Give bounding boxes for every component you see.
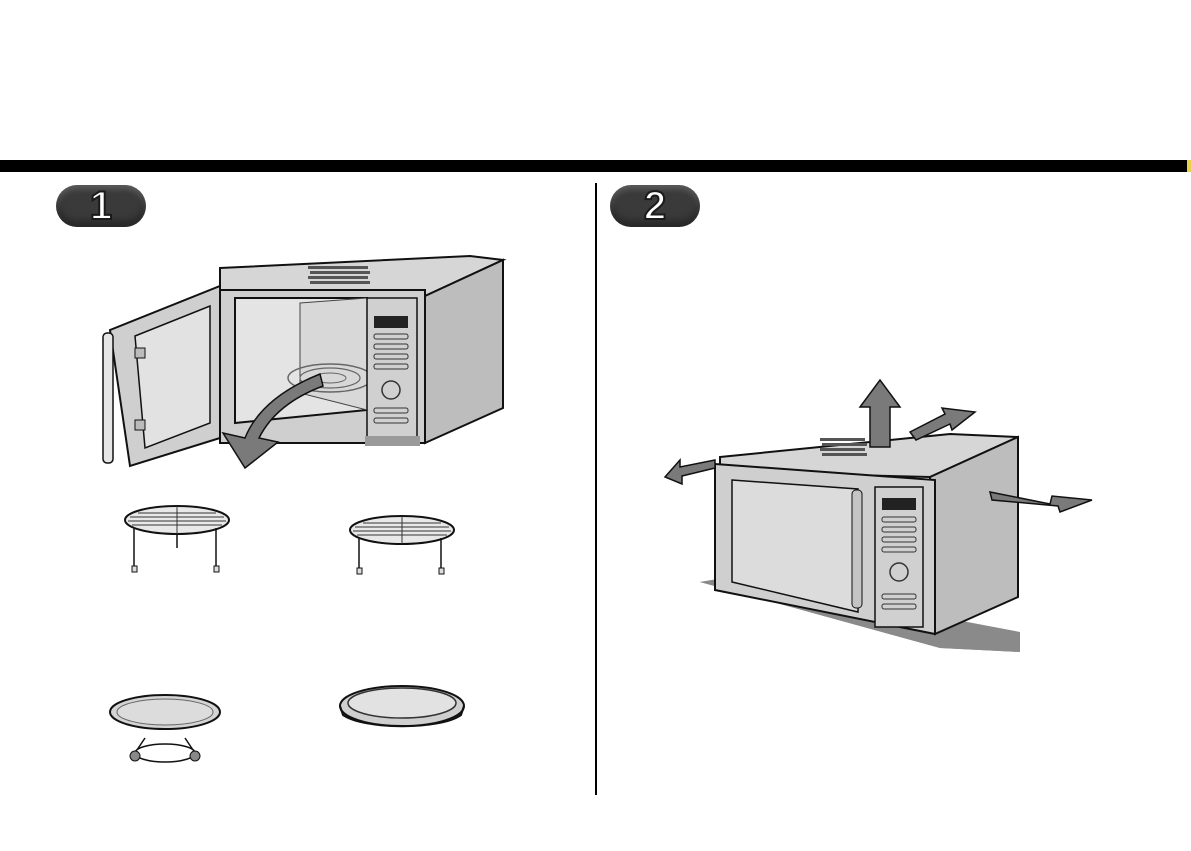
step-2-badge: 2 — [610, 185, 700, 227]
step-1-badge: 1 — [56, 185, 146, 227]
crisp-plate-icon — [335, 680, 470, 740]
turntable-with-roller-ring-icon — [105, 690, 230, 770]
microwave-clearance-arrows-icon — [660, 372, 1100, 657]
high-rack-icon — [345, 508, 460, 580]
step-2-number: 2 — [644, 184, 666, 228]
column-divider — [595, 183, 597, 795]
header-rule-marker — [1187, 160, 1191, 172]
header-rule — [0, 160, 1191, 172]
microwave-open-door-icon — [95, 238, 515, 478]
step-1-number: 1 — [90, 184, 112, 228]
low-rack-icon — [120, 500, 235, 580]
